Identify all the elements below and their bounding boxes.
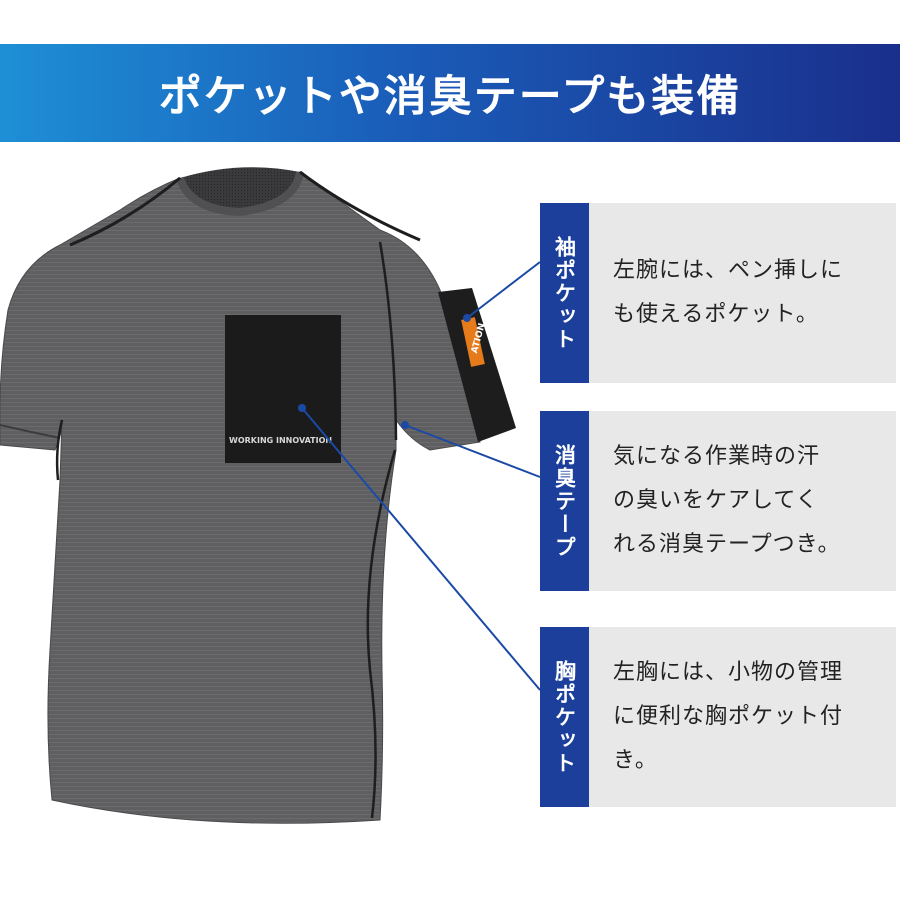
callout-deodorant-tape: 消臭テープ 気になる作業時の汗 の臭いをケアしてく れる消臭テープつき。: [540, 411, 896, 591]
header-banner: ポケットや消臭テープも装備: [0, 44, 900, 142]
tab-label: 消臭テープ: [552, 443, 577, 559]
callout-line: の臭いをケアしてく: [613, 488, 819, 513]
callout-line: 左腕には、ペン挿しに: [613, 258, 844, 283]
callout-line: も使えるポケット。: [613, 302, 819, 327]
shirt-body: [0, 171, 481, 824]
callout-body: 左胸には、小物の管理 に便利な胸ポケット付 き。: [589, 627, 896, 807]
callout-tab: 消臭テープ: [540, 411, 589, 591]
callout-line: き。: [613, 748, 658, 773]
tab-label: 胸ポケット: [552, 659, 577, 775]
callout-line: 左胸には、小物の管理: [613, 660, 844, 685]
callout-tab: 胸ポケット: [540, 627, 589, 807]
callout-line: に便利な胸ポケット付: [613, 704, 844, 729]
callout-sleeve-pocket: 袖ポケット 左腕には、ペン挿しに も使えるポケット。: [540, 203, 896, 383]
tab-label: 袖ポケット: [552, 235, 577, 351]
banner-title: ポケットや消臭テープも装備: [158, 72, 742, 122]
collar-rib: [176, 171, 304, 217]
callout-body: 左腕には、ペン挿しに も使えるポケット。: [589, 203, 896, 383]
callout-body: 気になる作業時の汗 の臭いをケアしてく れる消臭テープつき。: [589, 411, 896, 591]
tshirt-image: [0, 167, 516, 824]
callout-line: れる消臭テープつき。: [613, 532, 841, 557]
callout-chest-pocket: 胸ポケット 左胸には、小物の管理 に便利な胸ポケット付 き。: [540, 627, 896, 807]
callout-line: 気になる作業時の汗: [613, 444, 821, 469]
callout-tab: 袖ポケット: [540, 203, 589, 383]
pocket-print-text: WORKING INNOVATION: [229, 436, 333, 445]
